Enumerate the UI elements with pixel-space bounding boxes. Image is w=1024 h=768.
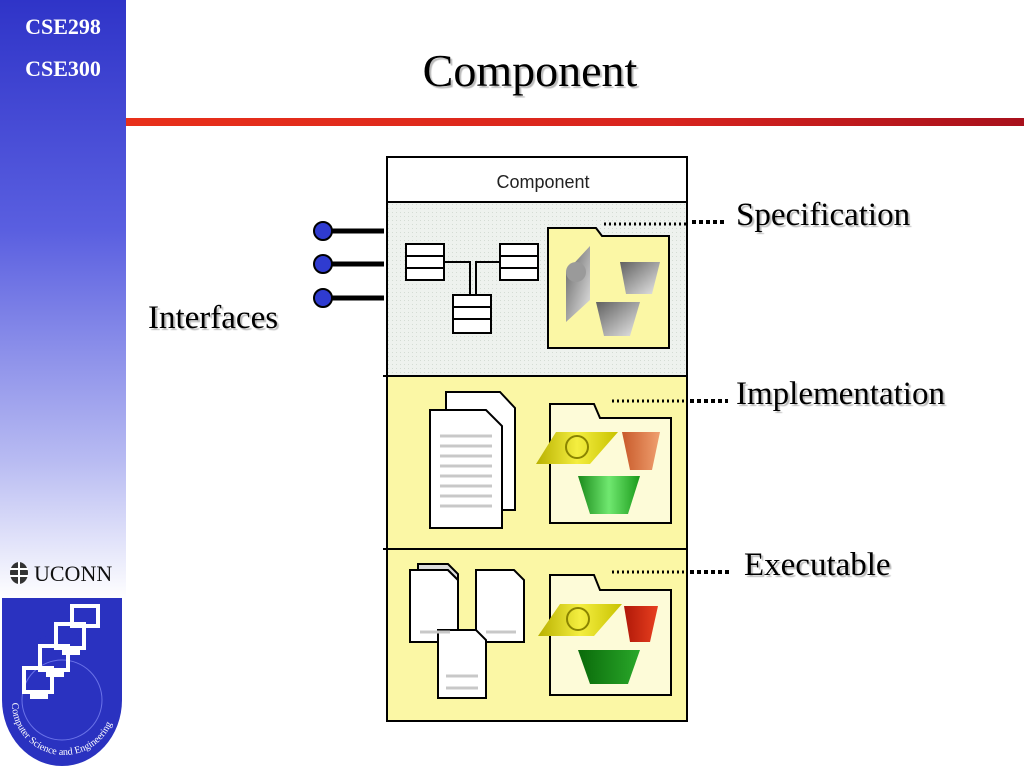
document-stack-icon <box>409 563 525 699</box>
course-code-2: CSE300 <box>25 56 101 81</box>
lollipop-interface-icon <box>313 221 384 308</box>
slide-title: Component <box>422 45 638 96</box>
component-header-text: Component <box>496 172 589 192</box>
course-code-1: CSE298 <box>25 14 101 39</box>
university-name: UCONN <box>34 561 113 586</box>
folder-icon <box>538 574 672 696</box>
title-underline <box>126 118 1024 126</box>
label-interfaces: Interfaces <box>148 300 279 336</box>
label-specification: Specification <box>736 197 911 233</box>
component-header-box <box>386 156 688 203</box>
document-stack-icon <box>429 391 516 529</box>
leader-lines <box>604 220 730 574</box>
label-executable: Executable <box>744 547 891 583</box>
label-implementation: Implementation <box>736 376 945 412</box>
folder-icon <box>547 227 670 349</box>
uconn-seal-icon <box>10 562 28 584</box>
folder-icon <box>536 403 672 524</box>
cse-department-logo-icon: Computer Science and Engineering <box>2 598 122 766</box>
class-diagram-icon <box>405 243 539 334</box>
